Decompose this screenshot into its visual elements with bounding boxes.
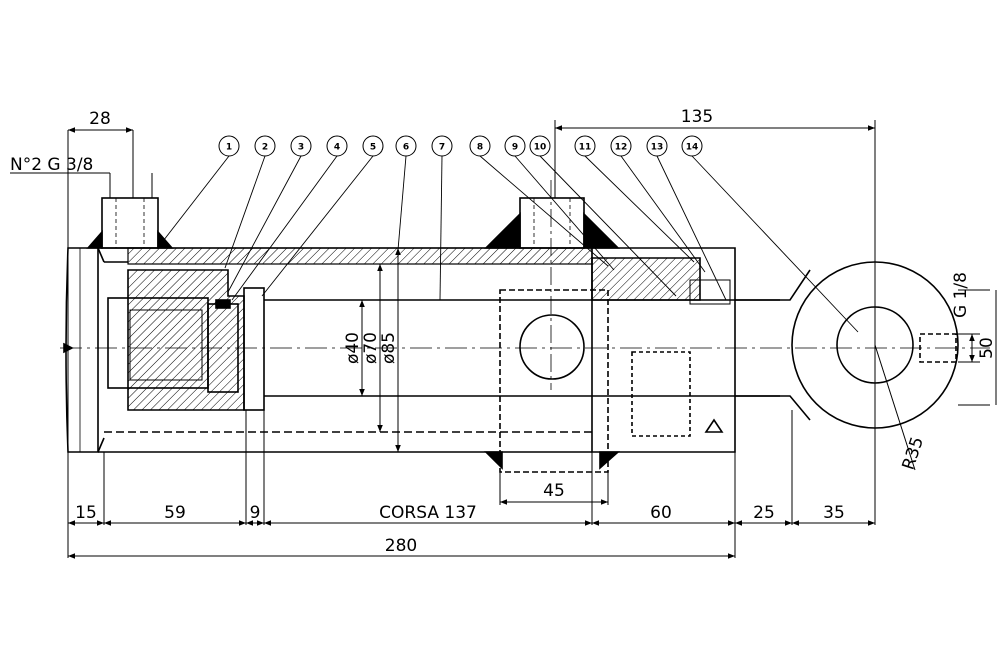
dim-rod-end-length: 135 xyxy=(681,107,713,127)
balloon-4: 4 xyxy=(326,135,348,157)
balloon-3: 3 xyxy=(290,135,312,157)
dim-eye-radius: R35 xyxy=(899,434,928,472)
svg-text:13: 13 xyxy=(651,143,664,153)
balloon-10: 10 xyxy=(529,135,551,157)
dim-gland: 59 xyxy=(164,503,186,523)
dim-eye-offset: 35 xyxy=(823,503,845,523)
balloon-6: 6 xyxy=(395,135,417,157)
dimension-labels: N°2 G 3/8 28 135 15 59 9 CORSA 137 60 25… xyxy=(10,107,997,556)
balloon-9: 9 xyxy=(504,135,526,157)
balloons: 1 2 3 4 5 6 7 8 9 10 11 12 13 14 xyxy=(218,135,703,157)
balloon-11: 11 xyxy=(574,135,596,157)
dimension-lines xyxy=(10,120,997,559)
svg-text:14: 14 xyxy=(686,143,699,153)
balloon-leaders xyxy=(159,155,859,333)
balloon-2: 2 xyxy=(254,135,276,157)
svg-text:8: 8 xyxy=(477,143,483,153)
end-cap xyxy=(65,247,99,453)
balloon-7: 7 xyxy=(431,135,453,157)
balloon-5: 5 xyxy=(362,135,384,157)
dim-eye-neck: 25 xyxy=(753,503,775,523)
port-note-label: N°2 G 3/8 xyxy=(10,155,93,175)
mount-hole xyxy=(519,314,585,380)
svg-text:5: 5 xyxy=(370,143,376,153)
svg-text:1: 1 xyxy=(226,143,232,153)
dim-port-spacing: 28 xyxy=(89,109,111,129)
dim-rod-diameter: ø40 xyxy=(343,332,363,364)
balloon-14: 14 xyxy=(681,135,703,157)
svg-text:11: 11 xyxy=(579,143,592,153)
svg-text:12: 12 xyxy=(615,143,628,153)
cylinder-geometry xyxy=(60,180,990,473)
barrel-wall-hatch xyxy=(127,247,593,265)
port-left xyxy=(101,197,159,249)
svg-text:2: 2 xyxy=(262,143,268,153)
dim-port-width: 45 xyxy=(543,481,565,501)
dim-overall-length: 280 xyxy=(385,536,417,556)
dim-rear-head: 60 xyxy=(650,503,672,523)
dim-stroke: CORSA 137 xyxy=(379,503,477,523)
dim-eye-width: 50 xyxy=(977,337,997,359)
svg-text:6: 6 xyxy=(403,143,409,153)
svg-text:7: 7 xyxy=(439,143,445,153)
svg-text:4: 4 xyxy=(334,143,340,153)
svg-text:10: 10 xyxy=(534,143,547,153)
balloon-13: 13 xyxy=(646,135,668,157)
balloon-12: 12 xyxy=(610,135,632,157)
mount-block xyxy=(499,289,609,473)
port-right xyxy=(519,197,585,249)
grease-port xyxy=(919,333,957,363)
piston xyxy=(127,269,245,411)
dim-end-cap: 15 xyxy=(75,503,97,523)
dim-bore-diameter: ø70 xyxy=(361,332,381,364)
balloon-1: 1 xyxy=(218,135,240,157)
svg-text:3: 3 xyxy=(298,143,304,153)
balloon-8: 8 xyxy=(469,135,491,157)
svg-text:9: 9 xyxy=(512,143,518,153)
dim-outer-diameter: ø85 xyxy=(379,332,399,364)
dim-grease-port: G 1/8 xyxy=(951,272,971,318)
rod-eye-neck xyxy=(735,269,811,421)
dim-piston: 9 xyxy=(250,503,261,523)
